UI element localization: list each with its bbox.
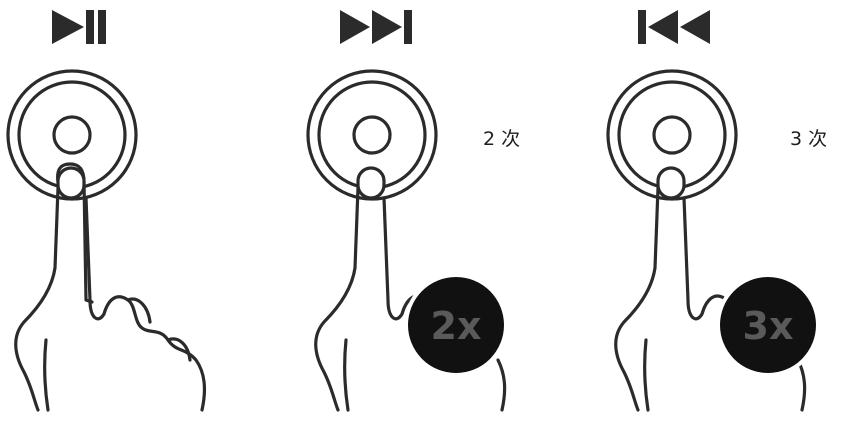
next-track-icon xyxy=(340,10,412,44)
panel-play-pause xyxy=(8,10,204,410)
panel-next-track: 2x 2 次 xyxy=(308,10,520,410)
button-center xyxy=(654,117,690,153)
tap-count-label: 2 次 xyxy=(483,128,520,150)
button-center xyxy=(54,117,90,153)
previous-track-icon xyxy=(638,10,710,44)
tap-count-badge: 3x xyxy=(718,275,818,375)
play-pause-icon xyxy=(52,10,106,44)
badge-label: 2x xyxy=(431,304,482,348)
button-center xyxy=(354,117,390,153)
tapping-hand xyxy=(16,164,205,410)
badge-label: 3x xyxy=(743,304,794,348)
panel-previous-track: 3x 3 次 xyxy=(608,10,827,410)
tap-count-badge: 2x xyxy=(406,275,506,375)
tap-count-label: 3 次 xyxy=(790,128,827,150)
